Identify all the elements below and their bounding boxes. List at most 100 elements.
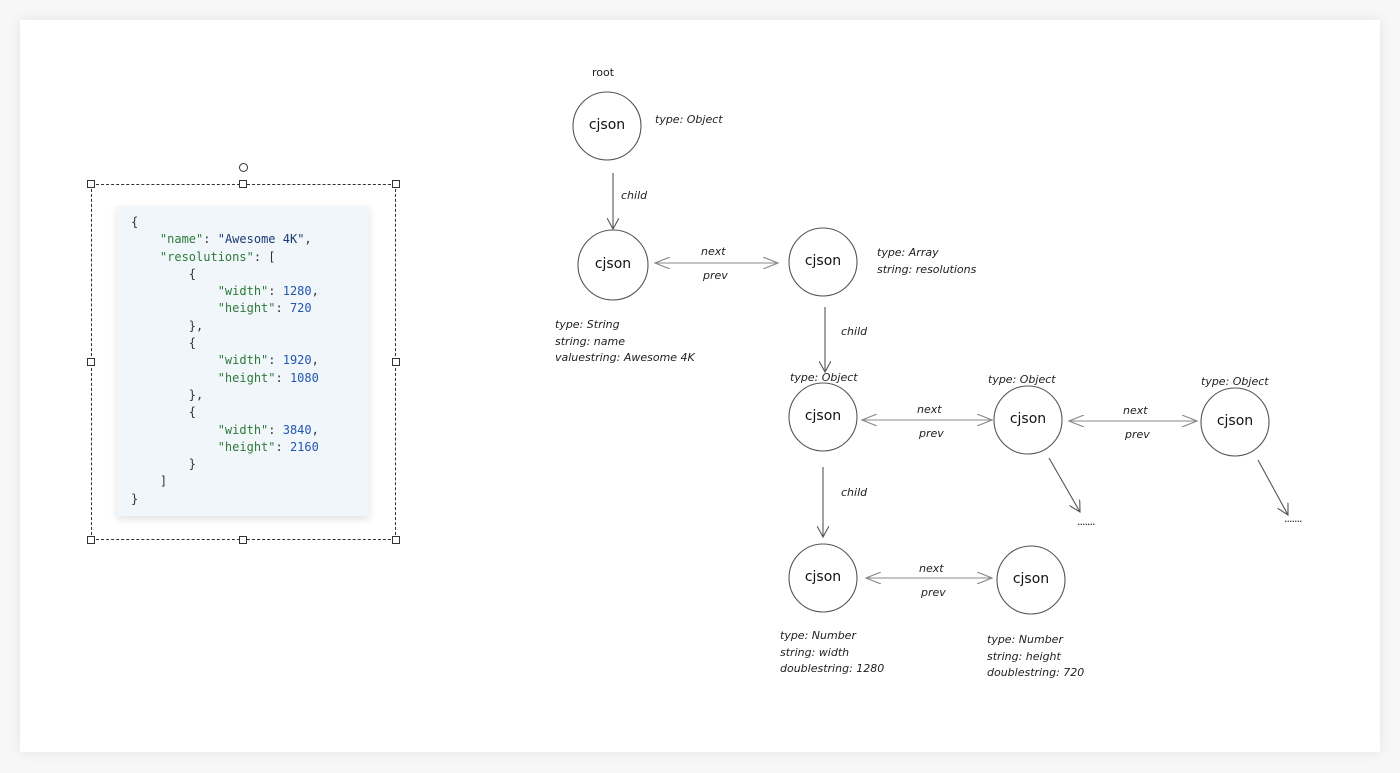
node-meta-line: type: String (555, 318, 620, 331)
json-punctuation: { (131, 405, 197, 420)
node-meta-line: string: width (780, 645, 850, 659)
node-meta-line: doublestring: 720 (987, 666, 1085, 679)
json-punctuation: { (131, 215, 139, 229)
json-punctuation: , (311, 284, 319, 299)
node-root-circle (572, 91, 642, 161)
node-height-circle (996, 545, 1066, 615)
node-root-label[interactable]: cjson (588, 117, 626, 133)
root-label: root (592, 66, 615, 79)
json-number-value: 1920 (282, 353, 312, 368)
json-punctuation: : (275, 301, 290, 316)
node-meta-line: doublestring: 1280 (780, 662, 885, 675)
node-name-circle (577, 229, 649, 301)
code-line: "width": 3840, (131, 422, 319, 439)
node-meta-line: string: resolutions (877, 262, 977, 276)
ellipsis-more-children: ······· (1077, 518, 1096, 531)
node-name-meta: type: String string: name valuestring: Awe… (555, 317, 695, 367)
json-number-value: 1280 (282, 284, 312, 299)
code-line: { (131, 335, 319, 352)
node-resolutions-label[interactable]: cjson (804, 253, 842, 269)
json-punctuation: : (268, 284, 283, 299)
json-string-value: "Awesome 4K" (217, 232, 305, 247)
resize-handle-top-right[interactable] (392, 180, 400, 188)
node-meta-line: type: Number (780, 629, 856, 642)
node-obj3-meta: type: Object (1201, 374, 1269, 391)
code-line: "width": 1280, (131, 283, 319, 300)
json-punctuation: : (268, 422, 283, 437)
node-resolutions-meta: type: Array string: resolutions (877, 245, 976, 278)
node-meta-line: valuestring: Awesome 4K (555, 351, 695, 364)
json-punctuation: ] (131, 474, 168, 489)
resize-handle-bottom[interactable] (239, 536, 247, 544)
node-meta-line: type: Object (655, 113, 723, 126)
resize-handle-bottom-right[interactable] (392, 536, 400, 544)
json-key: "height" (217, 301, 276, 316)
code-line: } (131, 456, 319, 473)
json-punctuation: }, (131, 318, 204, 333)
node-width-label[interactable]: cjson (804, 569, 842, 585)
node-obj1-meta: type: Object (790, 370, 858, 387)
node-root-meta: type: Object (655, 112, 723, 129)
node-meta-line: type: Object (790, 371, 858, 384)
node-obj2-meta: type: Object (988, 372, 1056, 389)
code-line: "height": 2160 (131, 439, 319, 456)
json-punctuation: : (268, 353, 283, 368)
json-key: "width" (217, 353, 269, 368)
node-width-circle (788, 543, 858, 613)
node-name-label[interactable]: cjson (594, 256, 632, 272)
json-punctuation: : (275, 370, 290, 385)
node-height-meta: type: Number string: height doublestring: … (987, 632, 1084, 682)
edge-label-next: next (919, 562, 944, 575)
json-key: "resolutions" (159, 249, 254, 264)
json-number-value: 3840 (282, 422, 312, 437)
code-line: "resolutions": [ (131, 249, 319, 266)
json-key: "height" (217, 370, 276, 385)
node-resolutions-circle (788, 227, 858, 297)
json-number-value: 1080 (289, 370, 319, 385)
resize-handle-left[interactable] (87, 358, 95, 366)
node-obj2-circle (993, 385, 1063, 455)
json-punctuation: : [ (253, 249, 276, 264)
node-meta-line: type: Number (987, 633, 1063, 646)
resize-handle-top[interactable] (239, 180, 247, 188)
resize-handle-bottom-left[interactable] (87, 536, 95, 544)
ellipsis-more-children: ······· (1284, 515, 1303, 528)
rotate-handle[interactable] (239, 163, 248, 172)
resize-handle-top-left[interactable] (87, 180, 95, 188)
json-punctuation: , (311, 353, 319, 368)
edge-label-prev: prev (919, 427, 944, 440)
json-punctuation: , (304, 232, 312, 247)
json-code-text: { "name": "Awesome 4K", "resolutions": [… (131, 214, 319, 508)
node-meta-line: type: Array (877, 246, 939, 259)
node-meta-line: string: name (555, 334, 625, 348)
code-line: } (131, 491, 319, 508)
node-width-meta: type: Number string: width doublestring: 1… (780, 628, 884, 678)
resize-handle-right[interactable] (392, 358, 400, 366)
code-line: { (131, 214, 319, 231)
json-code-card[interactable] (117, 206, 369, 516)
code-line: "name": "Awesome 4K", (131, 231, 319, 248)
json-punctuation: : (203, 232, 218, 247)
json-punctuation: { (131, 266, 197, 281)
edge-label-child: child (841, 325, 868, 338)
code-line: }, (131, 318, 319, 335)
node-obj2-label[interactable]: cjson (1009, 411, 1047, 427)
node-meta-line: string: height (987, 649, 1061, 663)
code-line: { (131, 404, 319, 421)
json-punctuation: } (131, 457, 197, 472)
json-key: "name" (159, 232, 204, 247)
node-obj3-circle (1200, 387, 1270, 457)
node-meta-line: type: Object (1201, 375, 1269, 388)
node-height-label[interactable]: cjson (1012, 571, 1050, 587)
node-obj3-label[interactable]: cjson (1216, 413, 1254, 429)
node-meta-line: type: Object (988, 373, 1056, 386)
json-punctuation: : (275, 439, 290, 454)
node-obj1-label[interactable]: cjson (804, 408, 842, 424)
code-line: "height": 1080 (131, 370, 319, 387)
edge-obj2-more (1048, 457, 1080, 512)
code-line: ] (131, 473, 319, 490)
code-line: "width": 1920, (131, 352, 319, 369)
json-key: "width" (217, 284, 269, 299)
edge-label-next: next (701, 245, 726, 258)
